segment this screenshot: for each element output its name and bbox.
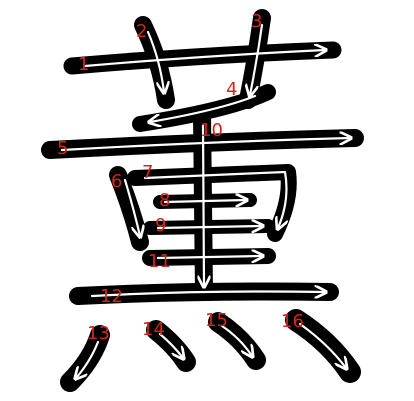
stroke-number-13: 13: [87, 323, 110, 344]
direction-arrow-2: [146, 30, 164, 92]
stroke-number-5: 5: [57, 138, 68, 159]
direction-arrow-16: [298, 322, 346, 368]
stroke-number-labels: 1 2 3 4 5 6 7 8 9 10 11 12 13 14 15 16: [57, 11, 304, 344]
stroke-number-3: 3: [251, 11, 262, 32]
direction-arrow-6: [123, 178, 140, 236]
direction-arrow-14: [158, 332, 183, 358]
direction-arrow-9: [156, 226, 262, 228]
stroke-number-10: 10: [200, 120, 223, 141]
stroke-number-6: 6: [111, 171, 122, 192]
direction-arrow-10: [203, 123, 204, 286]
direction-arrow-13: [76, 340, 100, 378]
stroke-number-12: 12: [100, 286, 123, 307]
stroke-number-2: 2: [136, 21, 147, 42]
direction-arrow-4: [150, 94, 257, 122]
direction-arrow-1: [83, 50, 325, 68]
stroke-number-1: 1: [78, 54, 89, 75]
stroke-number-4: 4: [226, 79, 237, 100]
stroke-direction-arrows: [60, 23, 350, 378]
stroke-number-11: 11: [148, 251, 171, 272]
stroke-number-16: 16: [281, 311, 304, 332]
stroke-number-14: 14: [142, 319, 165, 340]
stroke-number-7: 7: [142, 162, 153, 183]
direction-arrow-11: [156, 256, 262, 258]
stroke-number-9: 9: [155, 215, 166, 236]
direction-arrow-8: [163, 200, 246, 202]
stroke-number-8: 8: [159, 190, 170, 211]
direction-arrow-12: [90, 292, 325, 297]
direction-arrow-7: [143, 170, 286, 228]
stroke-number-15: 15: [205, 310, 228, 331]
direction-arrow-3: [250, 23, 264, 95]
direction-arrow-15: [220, 324, 252, 356]
